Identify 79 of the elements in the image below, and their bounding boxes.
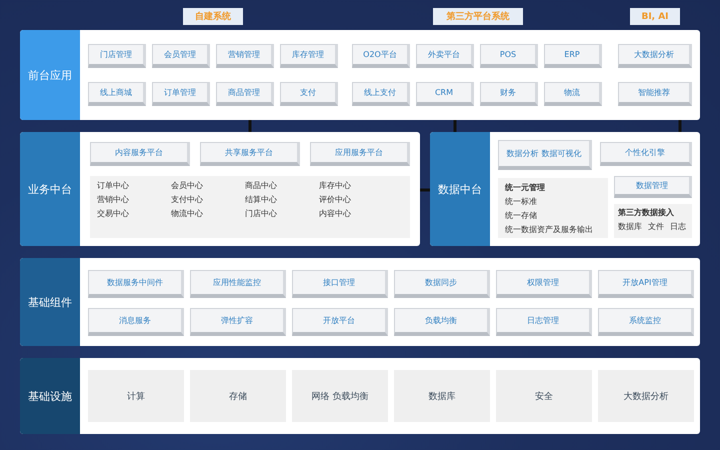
connector	[248, 120, 252, 132]
list-item: 统一存储	[505, 211, 538, 221]
resource-tile: 计算	[88, 370, 184, 422]
group-tag: 第三方平台系统	[433, 8, 523, 25]
layer-tab: 基础设施	[20, 358, 80, 434]
module-block: 应用服务平台	[310, 142, 410, 166]
module-block: 数据同步	[394, 270, 490, 298]
module-block: 商品管理	[216, 82, 274, 106]
layer-panel	[20, 358, 700, 434]
layer-panel	[20, 30, 700, 120]
list-item: 商品中心	[245, 181, 278, 191]
list-item: 物流中心	[171, 209, 204, 219]
module-block: 营销管理	[216, 44, 274, 68]
layer-panel	[20, 258, 700, 346]
resource-tile: 大数据分析	[598, 370, 694, 422]
module-block: 接口管理	[292, 270, 388, 298]
module-block: 外卖平台	[416, 44, 474, 68]
layer-panel	[20, 132, 420, 246]
connector	[678, 120, 682, 132]
module-block: 会员管理	[152, 44, 210, 68]
module-block: 弹性扩容	[190, 308, 286, 336]
module-block: POS	[480, 44, 538, 68]
module-block: 大数据分析	[618, 44, 692, 68]
list-item: 数据库	[618, 222, 642, 232]
module-block: ERP	[544, 44, 602, 68]
layer-tab: 基础组件	[20, 258, 80, 346]
module-block: O2O平台	[352, 44, 410, 68]
module-block: 线上商城	[88, 82, 146, 106]
list-item: 统一标准	[505, 197, 538, 207]
resource-tile: 存储	[190, 370, 286, 422]
module-block: 数据管理	[614, 176, 692, 198]
module-block: 应用性能监控	[190, 270, 286, 298]
module-block: CRM	[416, 82, 474, 106]
list-item: 文件	[648, 222, 664, 232]
module-block: 消息服务	[88, 308, 184, 336]
list-item: 门店中心	[245, 209, 278, 219]
layer-tab: 业务中台	[20, 132, 80, 246]
list-item: 日志	[670, 222, 686, 232]
list-item: 订单中心	[97, 181, 130, 191]
list-item: 评价中心	[319, 195, 352, 205]
list-item: 营销中心	[97, 195, 130, 205]
panel-heading: 统一元管理	[505, 183, 546, 193]
module-block: 权限管理	[496, 270, 592, 298]
module-block: 个性化引擎	[600, 142, 692, 166]
module-block: 库存管理	[280, 44, 338, 68]
group-tag: BI, AI	[630, 8, 680, 25]
module-block: 支付	[280, 82, 338, 106]
list-item: 会员中心	[171, 181, 204, 191]
module-block: 线上支付	[352, 82, 410, 106]
group-tag: 自建系统	[183, 8, 243, 25]
layer-tab: 前台应用	[20, 30, 80, 120]
module-block: 负载均衡	[394, 308, 490, 336]
module-block: 数据服务中间件	[88, 270, 184, 298]
module-block: 财务	[480, 82, 538, 106]
list-item: 结算中心	[245, 195, 278, 205]
layer-tab: 数据中台	[430, 132, 490, 246]
list-item: 交易中心	[97, 209, 130, 219]
list-item: 内容中心	[319, 209, 352, 219]
connector	[454, 120, 456, 132]
module-block: 数据分析 数据可视化	[498, 140, 592, 170]
layer-panel	[430, 132, 700, 246]
module-block: 物流	[544, 82, 602, 106]
resource-tile: 安全	[496, 370, 592, 422]
module-block: 订单管理	[152, 82, 210, 106]
list-item: 统一数据资产及服务输出	[505, 225, 594, 235]
list-item: 库存中心	[319, 181, 352, 191]
module-block: 共享服务平台	[200, 142, 300, 166]
list-item: 支付中心	[171, 195, 204, 205]
module-block: 开放平台	[292, 308, 388, 336]
resource-tile: 数据库	[394, 370, 490, 422]
panel-heading: 第三方数据接入	[618, 208, 675, 218]
module-block: 开放API管理	[598, 270, 694, 298]
module-block: 门店管理	[88, 44, 146, 68]
module-block: 日志管理	[496, 308, 592, 336]
module-block: 内容服务平台	[90, 142, 190, 166]
connector	[420, 188, 430, 192]
resource-tile: 网络 负载均衡	[292, 370, 388, 422]
module-block: 系统监控	[598, 308, 694, 336]
module-block: 智能推荐	[618, 82, 692, 106]
